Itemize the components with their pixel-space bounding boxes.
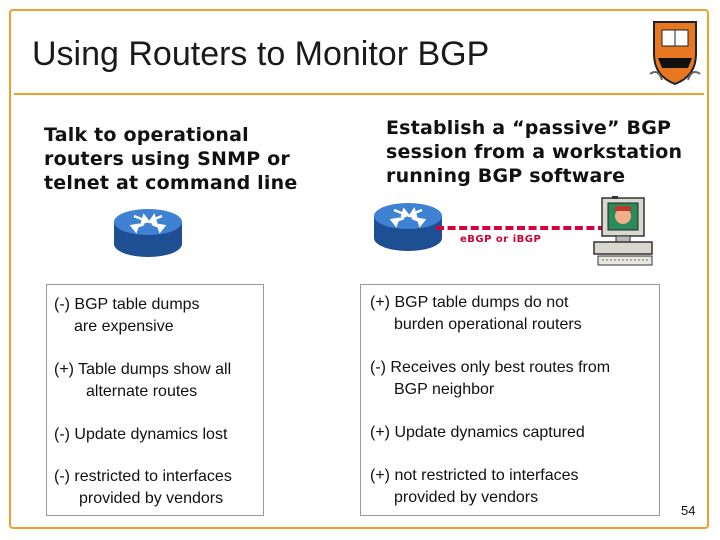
left-heading-line: Talk to operational [44,124,249,146]
list-item: (-) BGP table dumps are expensive [54,294,200,338]
right-heading-line: running BGP software [386,165,626,187]
list-item: (-) Receives only best routes from BGP n… [370,357,610,401]
cons-pros-left-panel [46,284,264,516]
cons-pros-right-panel [360,284,660,516]
list-item-line: (+) Table dumps show all [54,361,232,378]
left-heading-line: routers using SNMP or [44,148,290,170]
list-item-line: provided by vendors [394,489,539,506]
list-item-line: (-) Update dynamics lost [54,426,228,443]
right-heading-line: session from a workstation [386,141,683,163]
right-heading-line: Establish a “passive” BGP [386,117,672,139]
list-item: (+) BGP table dumps do not burden operat… [370,292,582,336]
slide-frame [9,9,709,529]
page-number: 54 [681,503,696,518]
list-item-line: (-) BGP table dumps [54,296,200,313]
router-icon [374,203,442,251]
list-item-line: (+) not restricted to interfaces [370,467,579,484]
list-item: (-) restricted to interfaces provided by… [54,466,232,510]
router-icon [114,209,182,257]
slide-title: Using Routers to Monitor BGP [32,35,490,73]
title-bar [14,14,704,95]
right-heading: Establish a “passive” BGP session from a… [386,116,706,188]
list-item-line: alternate routes [86,383,198,400]
list-item-line: (+) Update dynamics captured [370,424,585,441]
list-item-line: burden operational routers [394,316,582,333]
left-heading: Talk to operational routers using SNMP o… [44,123,314,195]
list-item-line: BGP neighbor [394,381,495,398]
shield-logo [649,21,701,86]
list-item-line: provided by vendors [79,490,224,507]
list-item: (+) not restricted to interfaces provide… [370,465,579,509]
workstation-icon [593,196,653,266]
list-item: (+) Table dumps show all alternate route… [54,359,231,403]
link-label: eBGP or iBGP [460,234,542,245]
list-item-line: (-) restricted to interfaces [54,468,232,485]
bgp-session-link [436,226,606,230]
list-item-line: (+) BGP table dumps do not [370,294,569,311]
list-item: (-) Update dynamics lost [54,424,227,446]
list-item: (+) Update dynamics captured [370,422,585,444]
list-item-line: are expensive [74,318,174,335]
left-heading-line: telnet at command line [44,172,298,194]
list-item-line: (-) Receives only best routes from [370,359,611,376]
